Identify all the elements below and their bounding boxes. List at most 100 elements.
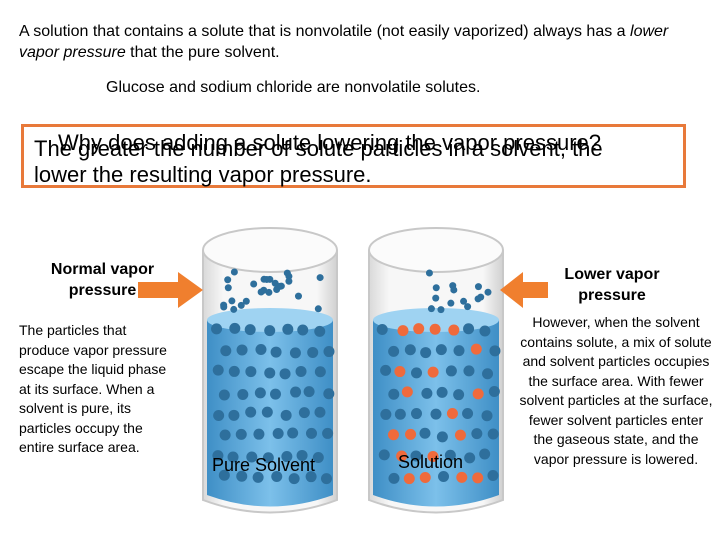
solvent-particle [479,325,491,337]
solvent-particle [297,324,309,336]
vapor-particle [242,297,250,305]
vapor-particle [285,277,293,285]
solvent-particle [307,346,319,358]
solute-particle [397,325,409,337]
left-arrow [138,272,203,308]
vapor-particle [285,272,293,280]
solvent-particle [320,473,332,485]
solvent-particle [218,469,230,481]
pure-solvent-particles [211,268,335,485]
solvent-particle [235,428,247,440]
solvent-particle [295,365,307,377]
solvent-particle [280,409,292,421]
solvent-particle [298,407,310,419]
solvent-particle [410,450,422,462]
solute-particle [405,428,417,440]
solvent-particle [227,451,239,463]
vapor-particle [228,297,236,305]
vapor-particle [263,275,271,283]
solvent-particle [228,409,240,421]
intro-prefix: A solution that contains a solute that i… [19,23,631,40]
vapor-particle [449,282,457,290]
solvent-particle [229,322,241,334]
solvent-particle [410,408,422,420]
solvent-particle [463,323,475,335]
solute-particle [429,323,441,335]
solvent-particle [438,470,450,482]
solvent-particle [236,344,248,356]
solvent-particle [462,408,474,420]
solvent-particle [296,449,308,461]
solvent-particle [376,323,388,335]
solvent-particle [270,388,282,400]
solvent-particle [255,344,267,356]
vapor-particle [224,284,232,292]
callout-answer-line1: The greater the number of solute particl… [34,136,603,161]
solvent-particle [471,428,483,440]
solvent-particle [482,368,494,380]
solutes-note: Glucose and sodium chloride are nonvolat… [106,79,481,96]
solute-particle [396,450,408,462]
solvent-particle [380,364,392,376]
solvent-particle [287,427,299,439]
solvent-particle [453,389,465,401]
solvent-particle [394,408,406,420]
solvent-particle [211,323,223,335]
solvent-particle [218,389,230,401]
vapor-particle [437,306,445,314]
solvent-particle [213,409,225,421]
vapor-particle [460,297,468,305]
vapor-particle [425,269,433,277]
solvent-particle [380,408,392,420]
vapor-particle [464,303,472,311]
solvent-particle [264,325,276,337]
solvent-particle [253,428,265,440]
solvent-particle [288,473,300,485]
solvent-particle [312,452,324,464]
solute-particle [403,473,415,485]
solution-particles [376,269,501,485]
solvent-particle [305,471,317,483]
vapor-particle [484,288,492,296]
solvent-particle [323,388,335,400]
solvent-particle [303,386,315,398]
vapor-particle [237,301,245,309]
solvent-particle [419,427,431,439]
solvent-particle [271,471,283,483]
solvent-particle [264,367,276,379]
solvent-particle [388,388,400,400]
solvent-particle [245,366,257,378]
intro-text: A solution that contains a solute that i… [19,21,709,63]
solvent-particle [220,345,232,357]
solute-particle [394,366,406,378]
solvent-particle [430,408,442,420]
solvent-particle [281,451,293,463]
solvent-particle [378,449,390,461]
solvent-particle [237,388,249,400]
solvent-particle [244,324,256,336]
solvent-particle [404,344,416,356]
callout-question: Why does adding a solute lowering the va… [58,130,601,155]
vapor-particle [427,305,435,313]
solution-beaker [368,227,504,514]
vapor-particle [432,294,440,302]
solvent-particle [323,346,335,358]
vapor-particle [294,292,302,300]
solvent-particle [487,428,499,440]
solvent-particle [279,368,291,380]
pure-solvent-beaker [202,227,338,514]
solvent-particle [254,387,266,399]
solvent-particle [261,406,273,418]
solvent-particle [212,450,224,462]
solvent-particle [436,386,448,398]
pure-solvent-caption: Pure Solvent [212,455,316,475]
vapor-particle [447,299,455,307]
solvent-particle [314,325,326,337]
normal-vapor-pressure-label: Normal vapor pressure [50,261,155,299]
solvent-particle [421,387,433,399]
solvent-particle [453,345,465,357]
solution-caption: Solution [398,452,464,472]
solvent-particle [252,471,264,483]
solvent-particle [445,365,457,377]
